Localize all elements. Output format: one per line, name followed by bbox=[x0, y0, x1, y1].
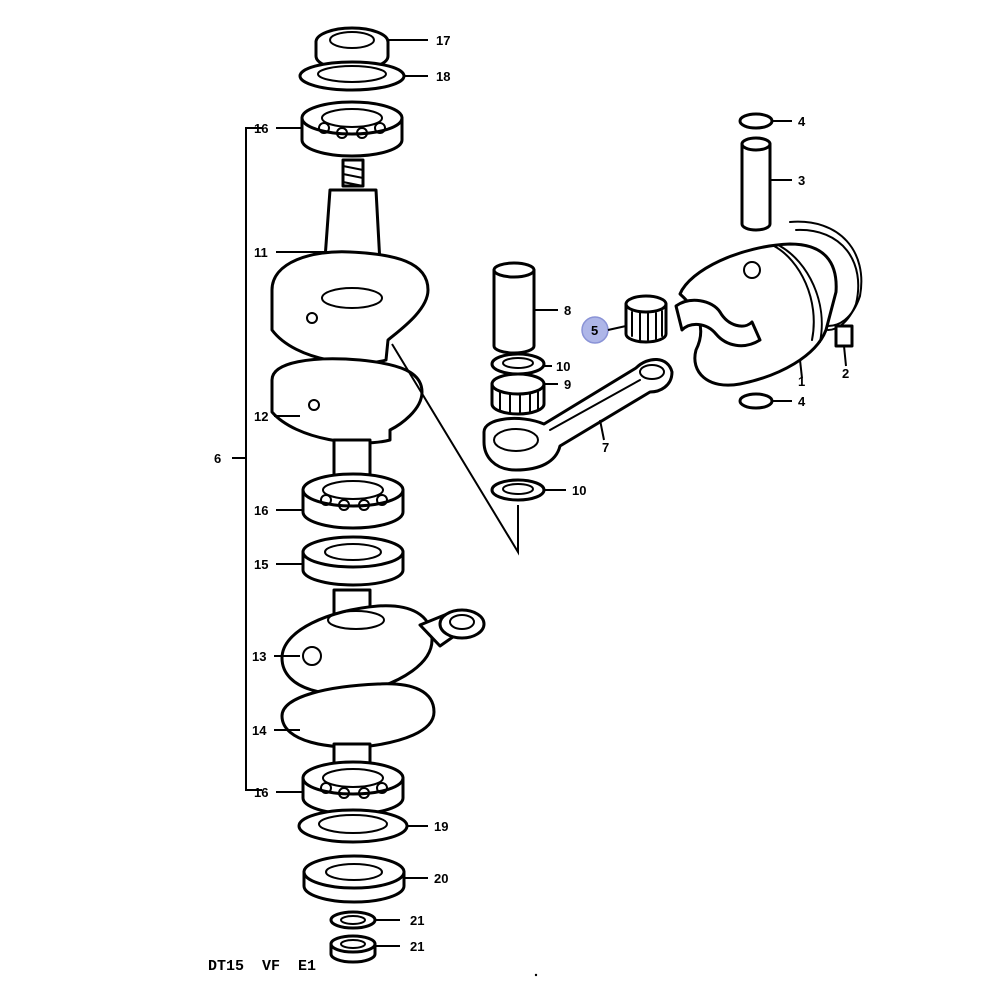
part-crank-upper-11[interactable] bbox=[270, 158, 430, 365]
assembly-guide-line bbox=[391, 343, 519, 556]
part-bearing-16-top[interactable] bbox=[300, 100, 404, 158]
callout-17: 17 bbox=[436, 33, 450, 48]
callout-14: 14 bbox=[252, 723, 267, 738]
part-seal-15[interactable] bbox=[301, 535, 405, 587]
callout-10-upper: 10 bbox=[556, 359, 570, 374]
stray-dot bbox=[534, 973, 538, 977]
part-pin-8[interactable] bbox=[492, 261, 536, 355]
callout-16-bottom: 16 bbox=[254, 785, 268, 800]
part-oil-seal-20[interactable] bbox=[302, 854, 406, 904]
part-bearing-16-bottom[interactable] bbox=[301, 760, 405, 816]
callout-3: 3 bbox=[798, 173, 805, 188]
callout-12: 12 bbox=[254, 409, 268, 424]
part-needle-bearing-9[interactable] bbox=[490, 372, 546, 416]
callout-15: 15 bbox=[254, 557, 268, 572]
part-piston-pin-3[interactable] bbox=[740, 136, 772, 232]
callout-11: 11 bbox=[254, 245, 268, 260]
part-crank-web-12[interactable] bbox=[270, 357, 424, 480]
part-crank-web-13[interactable] bbox=[280, 588, 486, 696]
part-circlip-4-top[interactable] bbox=[738, 112, 774, 130]
callout-6: 6 bbox=[214, 451, 221, 466]
callout-16-top: 16 bbox=[254, 121, 268, 136]
callout-labels: 17 18 16 11 12 6 16 15 13 14 16 19 20 21… bbox=[214, 33, 849, 954]
part-washer-19[interactable] bbox=[297, 808, 409, 844]
callout-18: 18 bbox=[436, 69, 450, 84]
part-washer-10-lower[interactable] bbox=[490, 478, 546, 502]
part-circlip-4-bottom[interactable] bbox=[738, 392, 774, 410]
callout-16-middle: 16 bbox=[254, 503, 268, 518]
diagram-code: DT15 VF E1 bbox=[208, 958, 316, 975]
part-piston-1[interactable] bbox=[674, 242, 838, 387]
callout-4-top: 4 bbox=[798, 114, 806, 129]
callout-1: 1 bbox=[798, 374, 805, 389]
callout-20: 20 bbox=[434, 871, 448, 886]
callout-8: 8 bbox=[564, 303, 571, 318]
part-washer-10-upper[interactable] bbox=[490, 352, 546, 376]
part-connecting-rod-7[interactable] bbox=[482, 358, 674, 472]
callout-10-lower: 10 bbox=[572, 483, 586, 498]
callout-21-lower: 21 bbox=[410, 939, 424, 954]
part-bearing-16-middle[interactable] bbox=[301, 472, 405, 530]
callout-5: 5 bbox=[591, 323, 598, 338]
callout-21-upper: 21 bbox=[410, 913, 424, 928]
callout-19: 19 bbox=[434, 819, 448, 834]
part-small-end-bearing-5[interactable] bbox=[624, 294, 668, 344]
part-seal-21-upper[interactable] bbox=[329, 910, 377, 930]
part-washer-18[interactable] bbox=[298, 60, 406, 92]
part-crank-web-14[interactable] bbox=[280, 682, 436, 770]
leader-lines bbox=[274, 39, 847, 947]
callout-2: 2 bbox=[842, 366, 849, 381]
callout-9: 9 bbox=[564, 377, 571, 392]
part-piston-rings-2[interactable] bbox=[789, 220, 863, 348]
part-seal-21-lower[interactable] bbox=[329, 934, 377, 964]
group-6-bracket bbox=[232, 127, 262, 791]
callout-4-bottom: 4 bbox=[798, 394, 806, 409]
callout-13: 13 bbox=[252, 649, 266, 664]
callout-7: 7 bbox=[602, 440, 609, 455]
